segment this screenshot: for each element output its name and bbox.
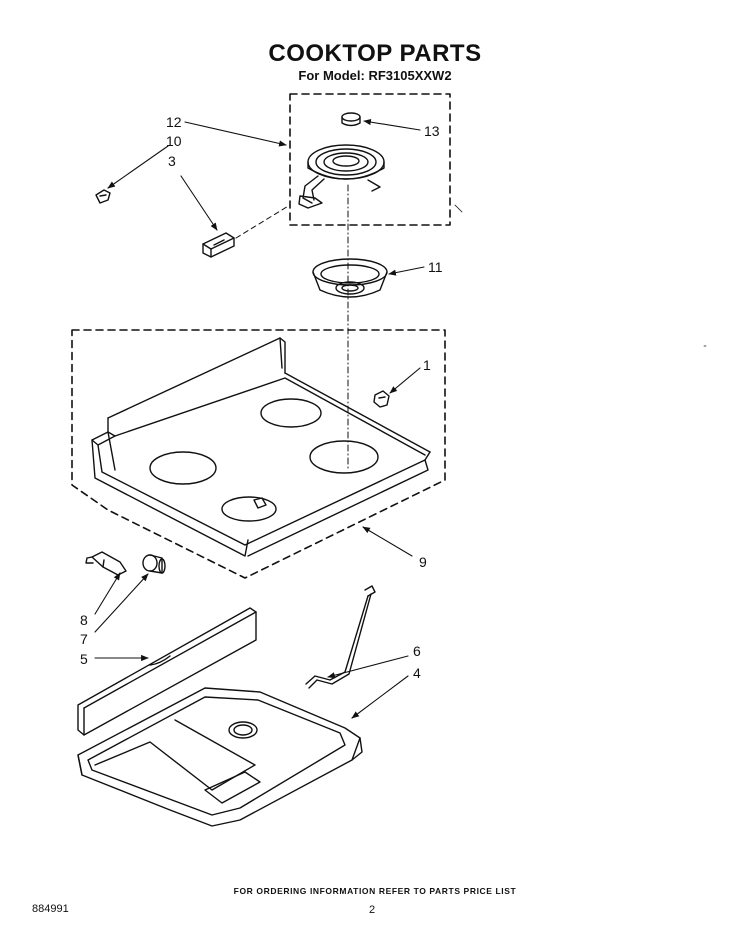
scan-marks	[454, 204, 707, 347]
callout-1: 1	[423, 357, 431, 373]
callout-11: 11	[428, 259, 443, 275]
model-subtitle: For Model: RF3105XXW2	[298, 68, 452, 83]
part-4-bottom-pan	[77, 687, 363, 827]
callout-12: 12	[166, 114, 182, 130]
part-7-control-knob	[142, 554, 166, 574]
leader-lines	[94, 119, 425, 719]
part-13-element-button	[341, 112, 361, 127]
receptacle-leader-dashed	[235, 204, 291, 239]
callout-7: 7	[80, 631, 88, 647]
element-group-dashed-box	[289, 93, 451, 226]
page-number: 2	[369, 904, 376, 916]
part-6-support-rod	[305, 585, 376, 689]
part-5-manifold-panel	[77, 607, 257, 736]
callout-5: 5	[80, 651, 88, 667]
ordering-info-note: FOR ORDERING INFORMATION REFER TO PARTS …	[233, 886, 517, 896]
callout-4: 4	[413, 665, 421, 681]
cooktop-dashed-outline	[71, 329, 446, 579]
part-9-cooktop	[91, 337, 431, 557]
part-11-drip-bowl	[312, 258, 388, 298]
part-10-terminal-clip	[95, 189, 111, 204]
callout-3: 3	[168, 153, 176, 169]
page-title: COOKTOP PARTS	[268, 40, 482, 67]
callout-9: 9	[419, 554, 427, 570]
callout-8: 8	[80, 612, 88, 628]
callout-13: 13	[424, 123, 440, 139]
part-12-surface-element	[298, 144, 385, 209]
part-1-clip	[373, 390, 390, 408]
callout-10: 10	[166, 133, 182, 149]
callout-6: 6	[413, 643, 421, 659]
callout-labels: 12 10 3 13 11 1 9 8 7 5 6 4	[80, 114, 443, 681]
part-3-receptacle	[202, 232, 235, 258]
part-8-infinite-switch	[85, 551, 127, 576]
document-number: 884991	[32, 903, 69, 915]
